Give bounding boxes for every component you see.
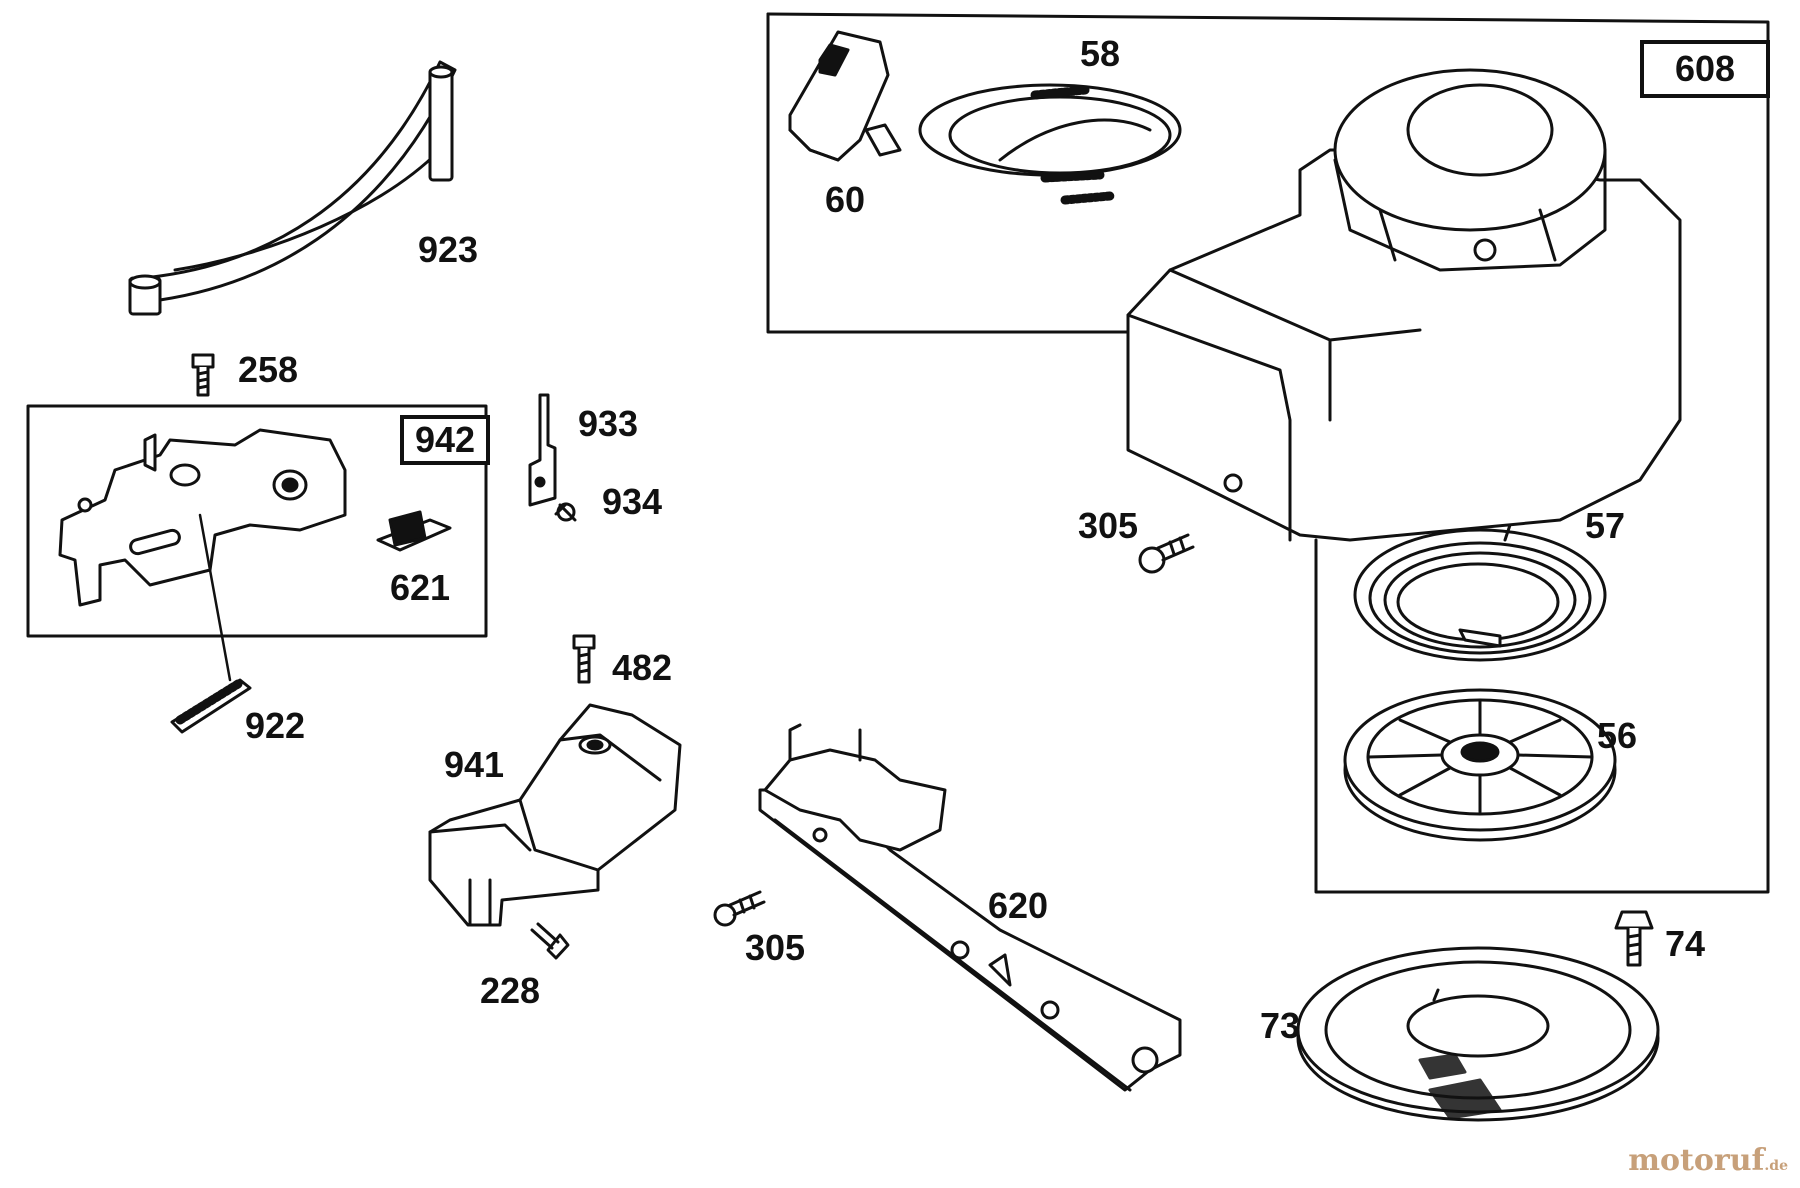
part-label-228: 228 — [480, 970, 541, 1011]
watermark-brand: motoruf — [1628, 1143, 1765, 1178]
recoil-spring-icon — [1353, 523, 1607, 662]
part-label-58: 58 — [1080, 33, 1121, 74]
cover-icon — [428, 703, 682, 927]
watermark-logo: motoruf.de — [1628, 1143, 1788, 1178]
group-942-frame — [26, 404, 488, 638]
screw-icon-74 — [1614, 910, 1654, 967]
watermark-tld: .de — [1764, 1158, 1788, 1174]
screw-icon-305-upper — [1138, 533, 1195, 574]
part-label-258: 258 — [238, 349, 299, 390]
group-label-942: 942 — [400, 415, 490, 465]
part-label-933: 933 — [578, 403, 639, 444]
group-label-608: 608 — [1640, 40, 1770, 98]
part-label-621: 621 — [390, 567, 451, 608]
screw-icon-934 — [554, 502, 577, 522]
part-label-482: 482 — [612, 647, 673, 688]
part-label-73: 73 — [1260, 1005, 1301, 1046]
group-608-frame — [766, 12, 1770, 894]
screw-icon-258 — [191, 353, 215, 397]
pulley-icon — [1343, 688, 1617, 842]
governor-spring-link-icon — [128, 60, 457, 316]
part-label-74: 74 — [1665, 923, 1706, 964]
screw-icon-228 — [530, 922, 570, 960]
part-label-57: 57 — [1585, 505, 1626, 546]
part-label-934: 934 — [602, 481, 663, 522]
part-label-922: 922 — [245, 705, 306, 746]
part-label-305-upper: 305 — [1078, 505, 1139, 546]
control-plate-icon — [758, 723, 1182, 1092]
screw-icon-482 — [572, 634, 596, 684]
spring-icon — [170, 678, 252, 734]
clip-icon — [376, 510, 452, 552]
governor-control-icon — [58, 428, 347, 682]
part-label-923: 923 — [418, 229, 479, 270]
part-label-56: 56 — [1597, 715, 1638, 756]
part-label-941: 941 — [444, 744, 505, 785]
bracket-icon — [528, 393, 557, 507]
starter-rope-icon — [918, 83, 1182, 205]
part-label-620: 620 — [988, 885, 1049, 926]
part-label-305-lower: 305 — [745, 927, 806, 968]
rotating-screen-icon — [1296, 946, 1660, 1122]
group-608-frame-upper — [766, 12, 1134, 334]
part-label-60: 60 — [825, 179, 866, 220]
blower-housing-icon — [1126, 68, 1682, 542]
starter-handle-icon — [788, 30, 902, 162]
screw-icon-305-lower — [713, 890, 766, 927]
